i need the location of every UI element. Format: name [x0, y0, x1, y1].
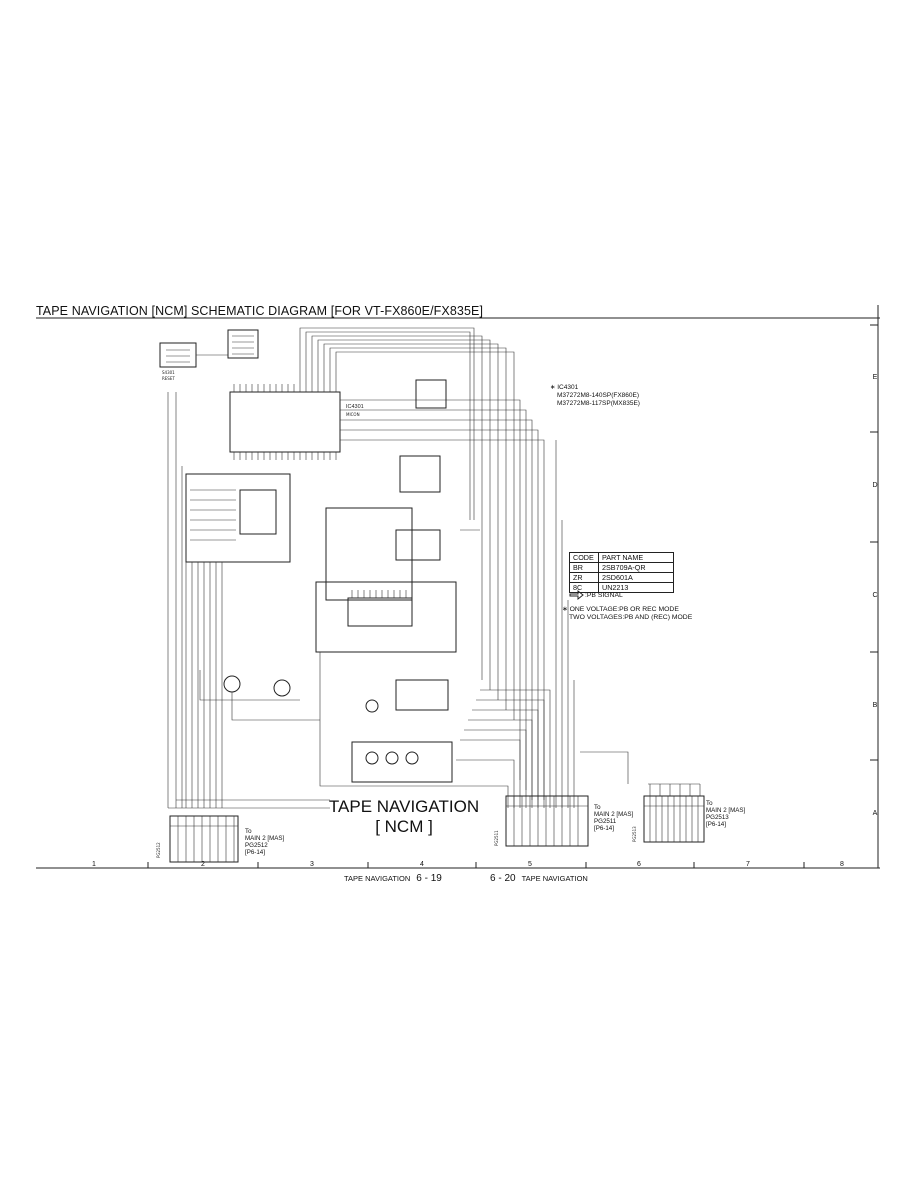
- grid-col-6: 6: [637, 861, 641, 868]
- ic-note-line2: M37272M8-117SP(MX835E): [557, 400, 640, 407]
- diagram-title: TAPE NAVIGATION [NCM] SCHEMATIC DIAGRAM …: [36, 304, 484, 318]
- connector-page-ref: [P6-14]: [706, 821, 726, 828]
- parts-table-code-header: CODE: [569, 552, 599, 563]
- part-name: 2SB709A-QR: [598, 562, 674, 573]
- grid-col-8: 8: [840, 861, 844, 868]
- grid-col-4: 4: [420, 861, 424, 868]
- footer-right: 6 - 20 TAPE NAVIGATION: [484, 873, 588, 884]
- svg-text:S4301: S4301: [162, 370, 175, 375]
- part-name: UN2213: [598, 582, 674, 593]
- connector-dest: MAIN 2 [MAS]: [594, 811, 634, 818]
- svg-text:IC4301: IC4301: [346, 404, 364, 410]
- grid-row-d: D: [872, 482, 878, 489]
- connector-to: To: [706, 800, 713, 807]
- grid-row-c: C: [872, 592, 878, 599]
- parts-table-row: ZR 2SD601A: [569, 572, 674, 583]
- legend-voltage-line1: ∗ ONE VOLTAGE:PB OR REC MODE: [562, 606, 679, 613]
- svg-text:MICON: MICON: [346, 412, 360, 417]
- ic-note-ref: ∗ IC4301: [550, 384, 579, 391]
- grid-col-1: 1: [92, 861, 96, 868]
- connector-dest: MAIN 2 [MAS]: [245, 835, 285, 842]
- diagram-subheading: [ NCM ]: [375, 817, 433, 836]
- grid-col-2: 2: [201, 861, 205, 868]
- svg-text:PG2513: PG2513: [632, 826, 637, 842]
- footer-left-label: TAPE NAVIGATION: [344, 874, 411, 883]
- parts-table-header: CODE PART NAME: [569, 552, 674, 563]
- svg-text:RESET: RESET: [162, 376, 175, 381]
- footer-left-page: 6 - 19: [416, 873, 442, 884]
- svg-text:PG2512: PG2512: [156, 842, 161, 858]
- connector-page-ref: [P6-14]: [245, 849, 265, 856]
- part-code: BR: [569, 562, 599, 573]
- footer-right-page: 6 - 20: [490, 873, 516, 884]
- connector-id: PG2511: [594, 818, 617, 825]
- connector-id: PG2512: [245, 842, 268, 849]
- grid-row-b: B: [872, 702, 878, 709]
- ic-note-line1: M37272M8-140SP(FX860E): [557, 392, 640, 399]
- grid-col-5: 5: [528, 861, 532, 868]
- grid-row-a: A: [872, 810, 878, 817]
- connector-pg2511-label: To MAIN 2 [MAS] PG2511 [P6-14]: [594, 804, 633, 832]
- connector-page-ref: [P6-14]: [594, 825, 614, 832]
- connector-id: PG2513: [706, 814, 729, 821]
- parts-table-row: 8C UN2213: [569, 582, 674, 593]
- diagram-heading: TAPE NAVIGATION: [328, 797, 480, 816]
- connector-pg2512-label: To MAIN 2 [MAS] PG2512 [P6-14]: [245, 828, 284, 856]
- footer-right-label: TAPE NAVIGATION: [521, 874, 588, 883]
- grid-row-e: E: [872, 374, 878, 381]
- legend-pb-signal: :PB SIGNAL: [585, 592, 623, 599]
- parts-table: CODE PART NAME BR 2SB709A-QR ZR 2SD601A …: [569, 552, 674, 593]
- footer-left: TAPE NAVIGATION 6 - 19: [344, 873, 448, 884]
- part-name: 2SD601A: [598, 572, 674, 583]
- part-code: 8C: [569, 582, 599, 593]
- svg-text:PG2511: PG2511: [494, 830, 499, 846]
- parts-table-row: BR 2SB709A-QR: [569, 562, 674, 573]
- connector-to: To: [594, 804, 601, 811]
- parts-table-name-header: PART NAME: [598, 552, 674, 563]
- connector-dest: MAIN 2 [MAS]: [706, 807, 746, 814]
- connector-to: To: [245, 828, 252, 835]
- legend-voltage-line2: TWO VOLTAGES:PB AND (REC) MODE: [569, 614, 693, 621]
- part-code: ZR: [569, 572, 599, 583]
- grid-col-7: 7: [746, 861, 750, 868]
- connector-pg2513-label: To MAIN 2 [MAS] PG2513 [P6-14]: [706, 800, 745, 828]
- grid-col-3: 3: [310, 861, 314, 868]
